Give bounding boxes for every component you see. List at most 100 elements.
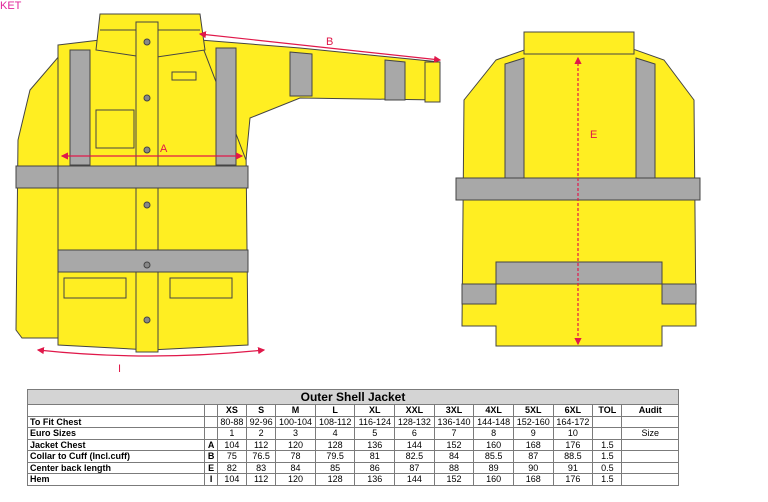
table-cell: 81 — [354, 450, 396, 463]
table-cell: 104 — [216, 473, 248, 486]
table-cell: 88 — [433, 461, 475, 474]
back-collar — [523, 31, 635, 55]
row-label: Center back length — [26, 461, 206, 474]
corner-label: KET — [0, 0, 22, 12]
header-blank — [26, 404, 206, 417]
table-cell: 100-104 — [275, 415, 316, 428]
row-code: I — [204, 473, 218, 486]
table-cell: Size — [621, 427, 679, 440]
column-header: XL — [354, 404, 396, 417]
label-e: E — [590, 129, 597, 141]
column-header: 6XL — [552, 404, 594, 417]
row-code — [204, 415, 218, 428]
row-code: B — [204, 450, 218, 463]
table-cell: 120 — [275, 473, 316, 486]
front-jacket — [15, 13, 441, 353]
column-header: Audit — [621, 404, 679, 417]
table-cell: 82 — [216, 461, 248, 474]
label-b: B — [326, 36, 333, 48]
table-cell: 89 — [473, 461, 514, 474]
table-cell: 84 — [275, 461, 316, 474]
table-cell: 3 — [275, 427, 316, 440]
table-cell: 87 — [512, 450, 554, 463]
row-code: E — [204, 461, 218, 474]
row-label: Hem — [26, 473, 206, 486]
chest-pocket — [95, 109, 135, 149]
column-header: XS — [216, 404, 248, 417]
table-cell: 136-140 — [433, 415, 475, 428]
table-cell: 108-112 — [314, 415, 356, 428]
table-cell: 92-96 — [246, 415, 277, 428]
table-cell: 1 — [216, 427, 248, 440]
table-cell: 176 — [552, 438, 594, 451]
table-cell: 112 — [246, 438, 277, 451]
table-cell: 84 — [433, 450, 475, 463]
table-title-row: Outer Shell Jacket — [27, 389, 679, 405]
table-cell: 83 — [246, 461, 277, 474]
table-cell: 82.5 — [394, 450, 435, 463]
table-cell: 128-132 — [394, 415, 435, 428]
table-cell: 75 — [216, 450, 248, 463]
table-cell: 91 — [552, 461, 594, 474]
column-header: 4XL — [473, 404, 514, 417]
column-header: M — [275, 404, 316, 417]
table-cell — [621, 473, 679, 486]
lower-right-pocket — [169, 277, 233, 299]
table-cell: 79.5 — [314, 450, 356, 463]
table-cell: 116-124 — [354, 415, 396, 428]
table-cell: 8 — [473, 427, 514, 440]
table-cell: 2 — [246, 427, 277, 440]
table-cell — [592, 415, 623, 428]
table-cell: 136 — [354, 473, 396, 486]
jacket-diagram: A B I E — [15, 13, 701, 375]
row-label: Jacket Chest — [26, 438, 206, 451]
table-cell: 1.5 — [592, 438, 623, 451]
column-header: 5XL — [512, 404, 554, 417]
table-cell — [621, 450, 679, 463]
row-code: A — [204, 438, 218, 451]
table-cell: 144 — [394, 473, 435, 486]
table-cell: 85.5 — [473, 450, 514, 463]
header-blank — [204, 404, 218, 417]
table-cell — [621, 438, 679, 451]
table-cell: 168 — [512, 473, 554, 486]
column-header: XXL — [394, 404, 435, 417]
table-cell: 152-160 — [512, 415, 554, 428]
label-i: I — [118, 363, 121, 375]
row-code — [204, 427, 218, 440]
table-cell — [592, 427, 623, 440]
table-cell: 90 — [512, 461, 554, 474]
table-cell: 1.5 — [592, 473, 623, 486]
table-cell: 128 — [314, 473, 356, 486]
table-title: Outer Shell Jacket — [27, 389, 679, 405]
lower-left-pocket — [63, 277, 127, 299]
column-header: L — [314, 404, 356, 417]
table-cell: 4 — [314, 427, 356, 440]
table-cell: 0.5 — [592, 461, 623, 474]
table-cell: 80-88 — [216, 415, 248, 428]
table-cell: 1.5 — [592, 450, 623, 463]
table-cell: 144 — [394, 438, 435, 451]
table-cell: 128 — [314, 438, 356, 451]
front-cuff — [424, 61, 441, 103]
table-cell — [621, 461, 679, 474]
table-cell: 76.5 — [246, 450, 277, 463]
table-cell: 160 — [473, 438, 514, 451]
table-cell: 152 — [433, 438, 475, 451]
table-cell: 144-148 — [473, 415, 514, 428]
table-cell: 10 — [552, 427, 594, 440]
table-cell: 152 — [433, 473, 475, 486]
table-cell: 168 — [512, 438, 554, 451]
table-cell: 87 — [394, 461, 435, 474]
row-label: Collar to Cuff (Incl.cuff) — [26, 450, 206, 463]
table-cell: 9 — [512, 427, 554, 440]
column-header: TOL — [592, 404, 623, 417]
table-cell: 85 — [314, 461, 356, 474]
